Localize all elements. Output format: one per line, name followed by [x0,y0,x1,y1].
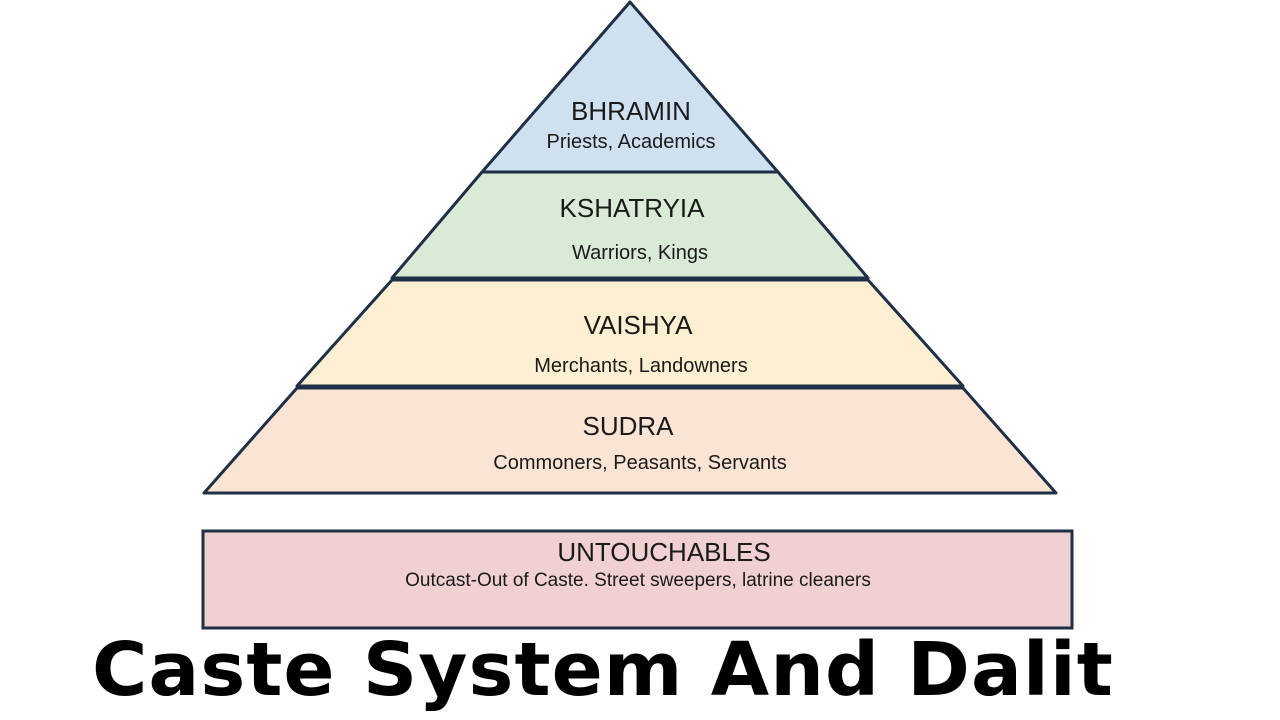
untouchables-box [201,529,1074,630]
tier-kshatryia-description: Warriors, Kings [572,242,708,264]
tier-vaishya-shape [295,278,965,388]
tier-bhramin-name: BHRAMIN [571,96,691,126]
tier-sudra-description: Commoners, Peasants, Servants [493,452,786,474]
tier-sudra-shape [202,386,1058,495]
tier-kshatryia-shape [390,170,870,280]
page-title: Caste System And Dalit [92,627,1114,713]
tier-kshatryia-name: KSHATRYIA [560,193,706,223]
tier-vaishya-description: Merchants, Landowners [534,355,747,377]
untouchables-description: Outcast-Out of Caste. Street sweepers, l… [405,570,871,591]
tier-bhramin-description: Priests, Academics [547,131,716,153]
untouchables-name: UNTOUCHABLES [557,537,770,567]
tier-sudra-name: SUDRA [582,411,674,441]
tier-vaishya-name: VAISHYA [584,310,694,340]
